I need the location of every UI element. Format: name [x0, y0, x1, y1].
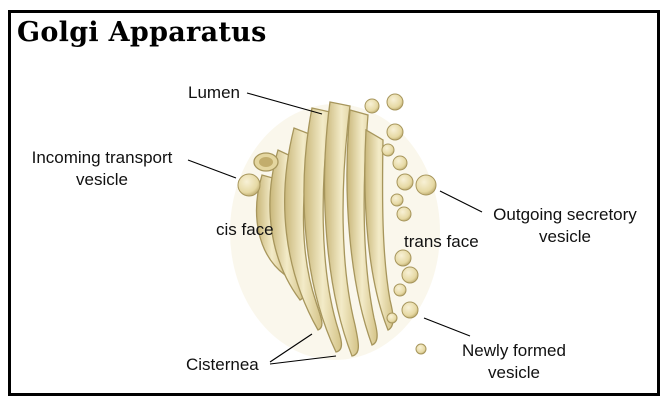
- label-incoming-line-2: vesicle: [76, 170, 128, 189]
- leader-lines: [187, 92, 483, 365]
- incoming-transport-vesicle: [237, 173, 261, 197]
- label-trans-face: trans face: [404, 232, 479, 251]
- lumen-leader: [246, 92, 323, 115]
- golgi-body: [230, 101, 440, 360]
- label-lumen: Lumen: [188, 83, 240, 102]
- cisterna-4: [303, 107, 343, 353]
- vesicles: [237, 93, 437, 355]
- label-incoming-transport-vesicle: Incoming transport vesicle: [16, 147, 188, 191]
- outgoing-leader: [439, 190, 483, 213]
- newly-formed-leader: [423, 317, 471, 337]
- label-newly-formed-line-1: Newly formed: [462, 341, 566, 360]
- label-cisternea: Cisternea: [186, 355, 259, 374]
- label-cis-face: cis face: [216, 220, 274, 239]
- label-newly-formed-line-2: vesicle: [488, 363, 540, 382]
- label-outgoing-line-1: Outgoing secretory: [493, 205, 637, 224]
- outgoing-secretory-vesicle: [415, 174, 437, 196]
- newly-formed-vesicle: [415, 343, 427, 355]
- cisternea-leader-2: [269, 355, 337, 365]
- incoming-leader: [187, 159, 237, 179]
- label-incoming-line-1: Incoming transport: [31, 148, 173, 167]
- label-newly-formed-vesicle: Newly formed vesicle: [448, 340, 580, 384]
- cisternea-leader-1: [269, 333, 313, 363]
- label-outgoing-line-2: vesicle: [539, 227, 591, 246]
- diagram-title: Golgi Apparatus: [17, 17, 267, 48]
- cisterna-5: [323, 101, 360, 357]
- label-outgoing-secretory-vesicle: Outgoing secretory vesicle: [481, 204, 649, 248]
- cisterna-6: [346, 109, 378, 346]
